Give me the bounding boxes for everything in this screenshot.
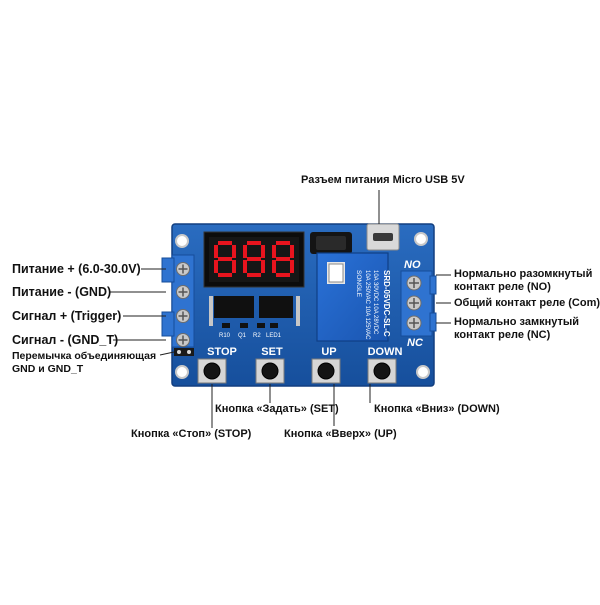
leader-lines: [110, 190, 451, 428]
display-segment: [218, 241, 232, 245]
terminal-screw: [406, 295, 422, 311]
label-signal-minus: Сигнал - (GND_T): [12, 333, 119, 347]
silk-led1: LED1: [266, 333, 282, 339]
label-nc-line2: контакт реле (NC): [454, 329, 551, 341]
label-power-plus: Питание + (6.0-30.0V): [12, 262, 141, 276]
display-segment: [247, 241, 261, 245]
silk-set: SET: [261, 346, 283, 358]
relay-markings: SONGLE 10A 250VAC 10A 125VAC 10A 30VDC 1…: [355, 270, 391, 340]
display-digits: [214, 241, 294, 277]
relay-model: SRD-05VDC-SL-C: [382, 270, 391, 337]
terminal-screw: [176, 333, 190, 347]
display-segment: [247, 273, 261, 277]
silk-nc: NC: [407, 337, 424, 349]
display-segment: [218, 257, 232, 261]
display-segment: [243, 245, 247, 258]
silk-no: NO: [404, 259, 421, 271]
input-terminal-screws: [176, 262, 190, 347]
relay-rating-2: 10A 30VDC 10A 28VDC: [372, 270, 378, 335]
silk-down: DOWN: [368, 346, 403, 358]
terminal-screw: [176, 285, 190, 299]
label-nc-line1: Нормально замкнутый: [454, 316, 580, 328]
label-button-stop: Кнопка «Стоп» (STOP): [131, 428, 252, 440]
label-com: Общий контакт реле (Com): [454, 297, 600, 309]
silk-r10: R10: [219, 333, 231, 339]
silk-up: UP: [321, 346, 336, 358]
down-button[interactable]: [367, 358, 397, 384]
push-buttons: [197, 358, 397, 384]
label-power-minus: Питание - (GND): [12, 285, 112, 299]
silk-stop: STOP: [207, 346, 237, 358]
label-no-line2: контакт реле (NO): [454, 281, 551, 293]
display-segment: [272, 245, 276, 258]
label-signal-plus: Сигнал + (Trigger): [12, 309, 122, 323]
label-jumper-line1: Перемычка объединяющая: [12, 350, 157, 362]
display-segment: [290, 245, 294, 258]
terminal-screw: [176, 262, 190, 276]
display-segment: [261, 245, 265, 258]
stop-button[interactable]: [197, 358, 227, 384]
set-button[interactable]: [255, 358, 285, 384]
display-segment: [218, 273, 232, 277]
display-segment: [243, 260, 247, 273]
display-segment: [276, 241, 290, 245]
display-segment: [272, 260, 276, 273]
display-segment: [261, 260, 265, 273]
display-segment: [290, 260, 294, 273]
display-segment: [214, 260, 218, 273]
terminal-screw: [176, 309, 190, 323]
terminal-screw: [406, 315, 422, 331]
label-button-set: Кнопка «Задать» (SET): [215, 403, 339, 415]
relay-brand: SONGLE: [355, 270, 362, 298]
relay-rating-1: 10A 250VAC 10A 125VAC: [364, 270, 370, 340]
gnd-jumper: [174, 348, 194, 356]
label-jumper-line2: GND и GND_T: [12, 363, 84, 375]
label-usb-power: Разъем питания Micro USB 5V: [301, 174, 465, 186]
terminal-screw: [406, 275, 422, 291]
display-segment: [276, 273, 290, 277]
silk-r2: R2: [253, 333, 261, 339]
label-no-line1: Нормально разомкнутый: [454, 268, 593, 280]
micro-usb-connector: [366, 223, 400, 251]
label-button-up: Кнопка «Вверх» (UP): [284, 428, 397, 440]
display-segment: [247, 257, 261, 261]
ic-components: [209, 296, 300, 328]
display-segment: [232, 260, 236, 273]
relay: [316, 252, 389, 342]
display-segment: [276, 257, 290, 261]
relay-terminal-screws: [406, 275, 422, 331]
display-segment: [232, 245, 236, 258]
up-button[interactable]: [311, 358, 341, 384]
label-button-down: Кнопка «Вниз» (DOWN): [374, 403, 500, 415]
silk-q1: Q1: [238, 333, 247, 339]
display-segment: [214, 245, 218, 258]
input-terminal-block: [161, 254, 195, 348]
